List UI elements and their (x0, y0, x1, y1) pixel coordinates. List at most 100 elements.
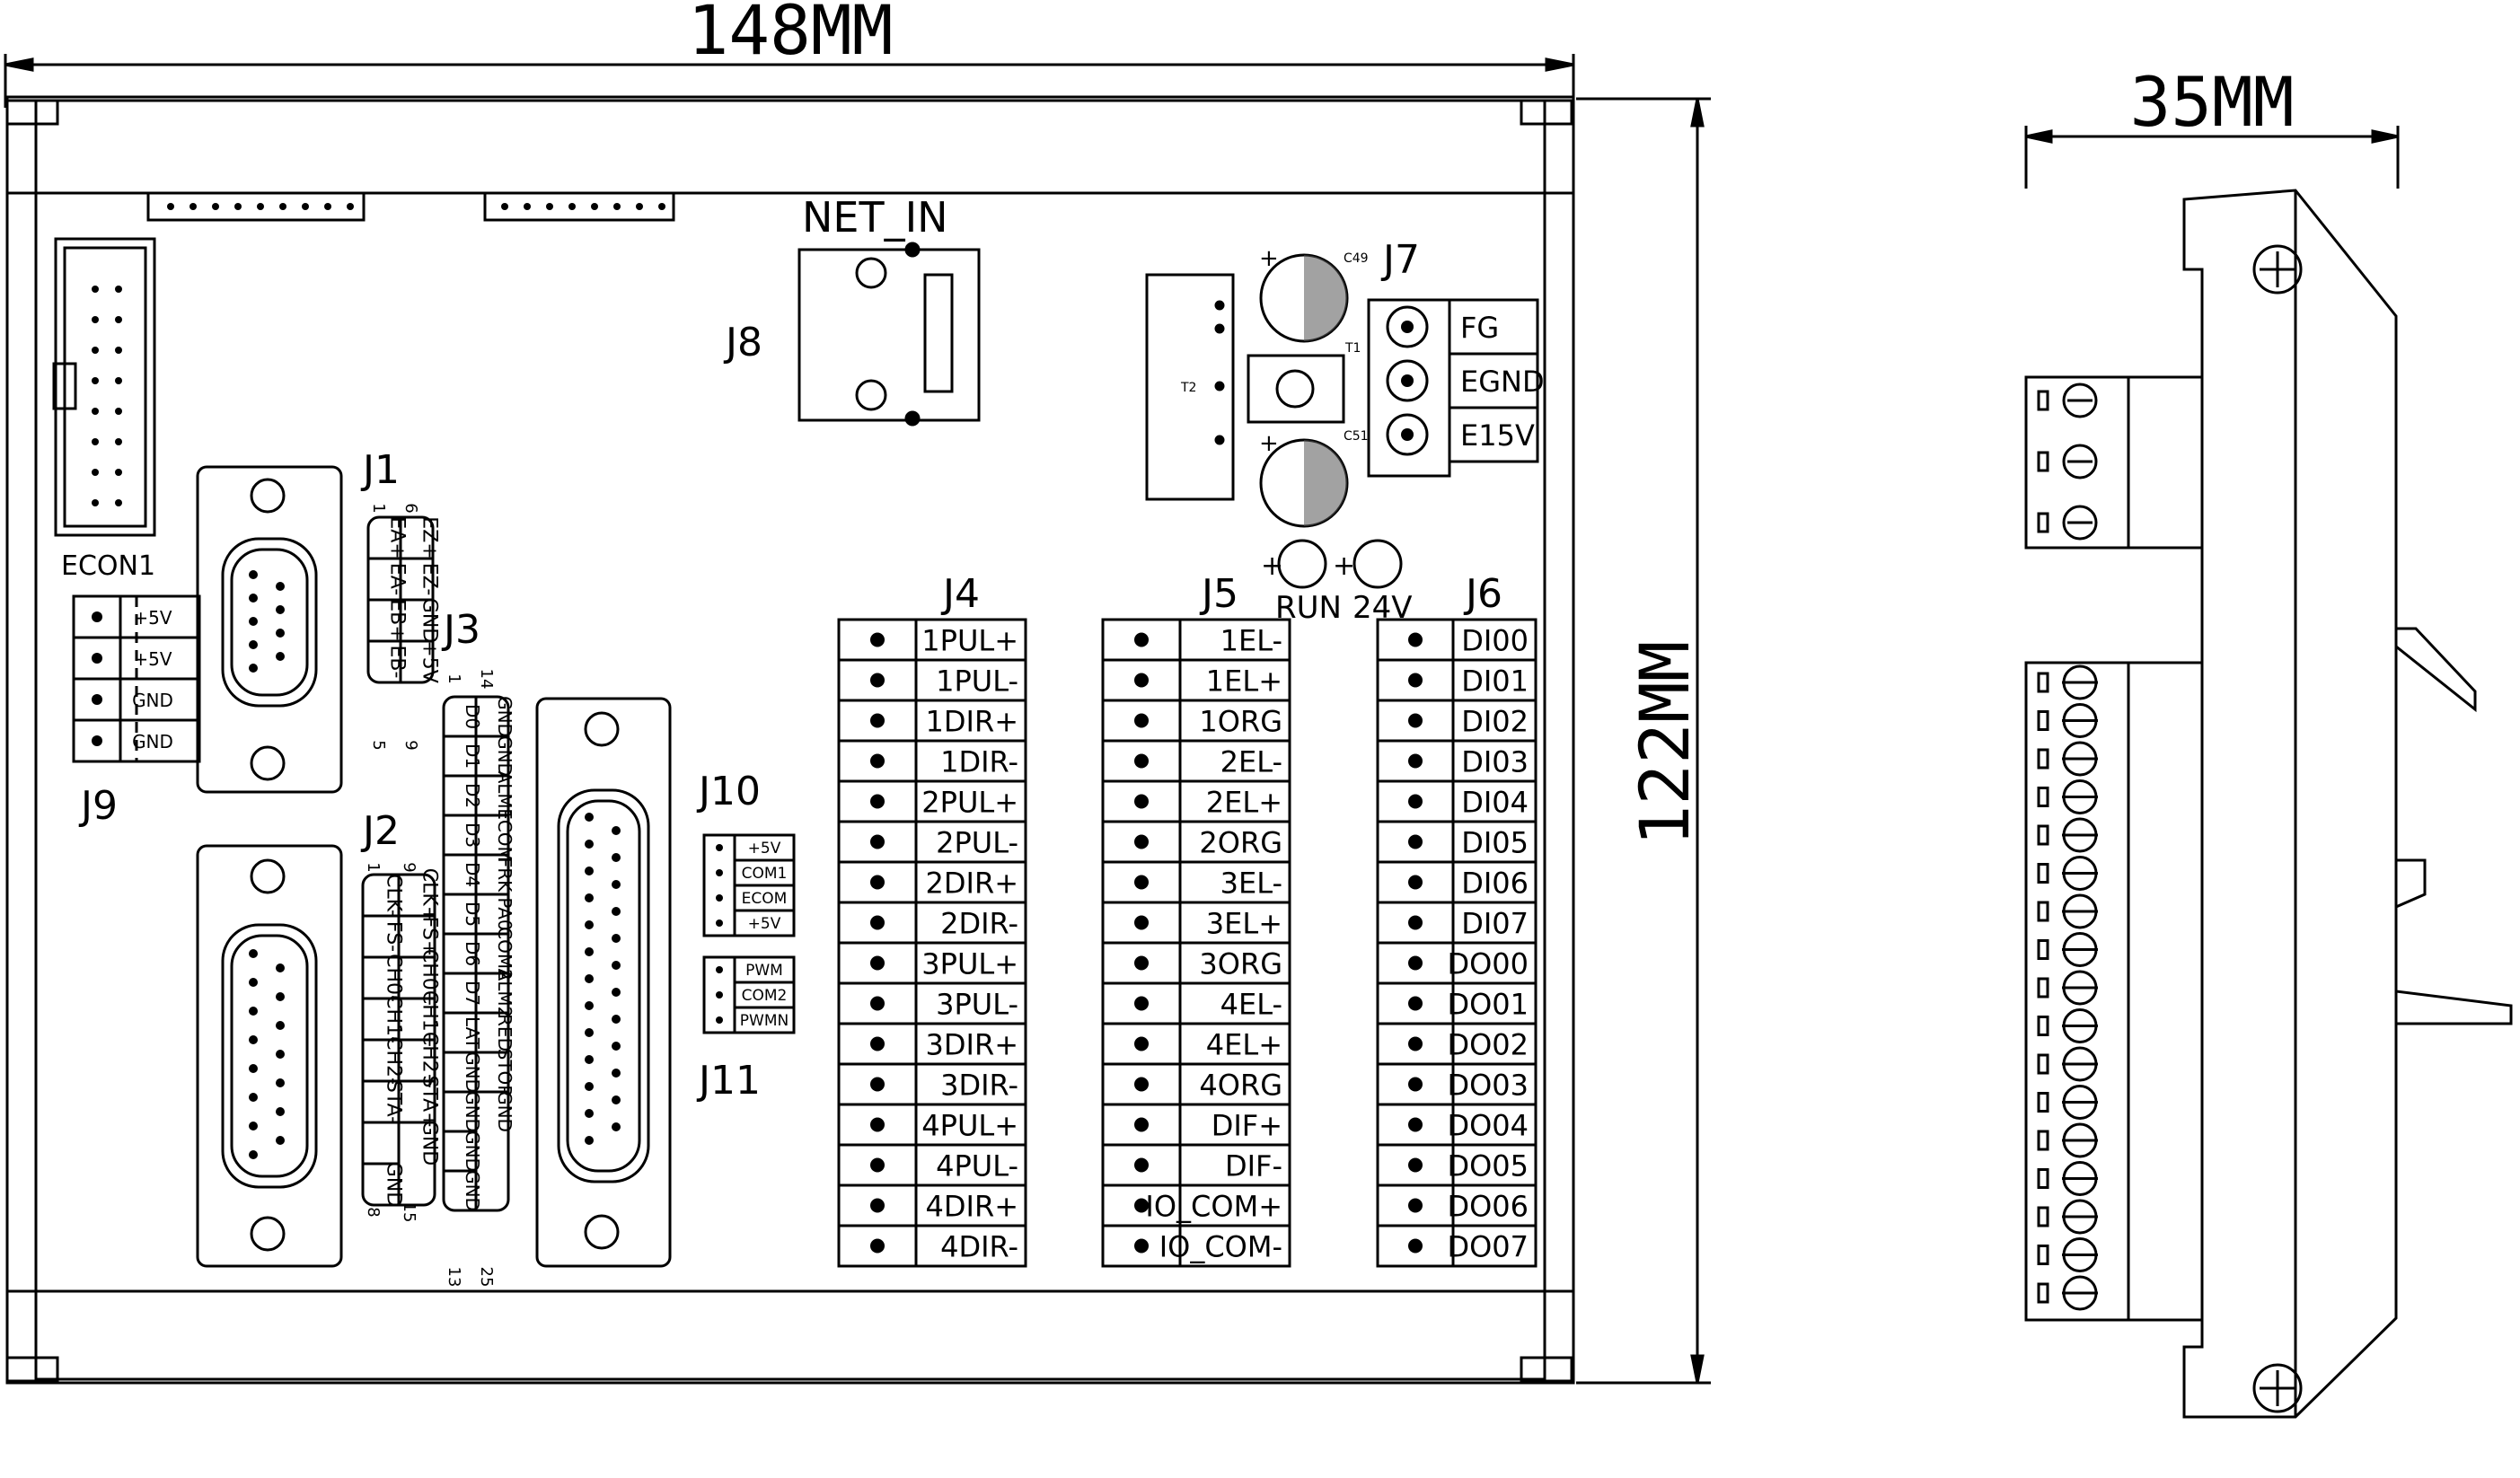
t1-label: T1 (1344, 341, 1361, 356)
j11-pin-1-label: COM2 (742, 987, 788, 1005)
j5-pin-0-label: 1EL- (1220, 624, 1282, 658)
j3-num-bot-0: 13 (445, 1267, 463, 1288)
j4-pin-9-label: 3PUL- (936, 988, 1018, 1022)
j2-pin-0-5: STA- (383, 1080, 405, 1123)
j10-pin-2-label: ECOM (742, 890, 788, 908)
screw-bottom-icon (2252, 1363, 2303, 1413)
j3-pin-1-10: GND (494, 1091, 515, 1132)
j6-pin-8-label: DO00 (1447, 947, 1529, 981)
led-run (1277, 539, 1327, 589)
j4-pin-4-label: 2PUL+ (921, 786, 1018, 820)
j3-pin-0-1: D1 (462, 743, 483, 769)
j1-pin-1-0: EZ+ (419, 516, 441, 559)
j3-pinout: J3 D0D1D2D3D4D5D6D7LATGNDGNDGNDGNDGNDGND… (441, 607, 515, 1287)
c49-label: C49 (1344, 251, 1369, 266)
c51-label: C51 (1344, 429, 1369, 444)
j9-pin-0-label: +5V (133, 607, 172, 629)
j2-pin-0-4: CH2- (383, 1036, 405, 1085)
dimension-width-label: 148MM (688, 0, 894, 70)
j3-num-top-0: 1 (445, 673, 463, 683)
j5-pin-15-label: IO_COM- (1159, 1230, 1282, 1264)
j2-num-bot-1: 15 (400, 1202, 419, 1223)
econ1-label: ECON1 (61, 550, 155, 582)
j2-pinout: J2 CLK-FS-CH0-CH1-CH2-STA-GNDCLK+FS+CH0+… (360, 808, 441, 1222)
j2-num-bot-0: 8 (364, 1207, 383, 1217)
j7-pin-2-label: E15V (1460, 418, 1535, 453)
j5-pin-8-label: 3ORG (1199, 947, 1282, 981)
j3-pin-1-9: STOP (494, 1049, 515, 1096)
j4-terminal-block: J4 1PUL+1PUL-1DIR+1DIR-2PUL+2PUL-2DIR+2D… (837, 571, 1027, 1268)
j4-label: J4 (940, 571, 980, 617)
dimension-depth: 35MM (2024, 62, 2400, 189)
j5-pin-6-label: 3EL- (1220, 867, 1282, 901)
j1-label: J1 (360, 447, 400, 493)
j3-num-bot-1: 25 (477, 1267, 496, 1288)
j4-pin-5-label: 2PUL- (936, 826, 1018, 860)
transformer-t1 (1247, 354, 1345, 424)
j1-pin-0-3: EB- (386, 646, 409, 679)
j7-pin-1-label: EGND (1460, 365, 1545, 399)
j2-pin-0-7: GND (383, 1162, 405, 1207)
j11-pin-2-label: PWMN (740, 1012, 789, 1030)
j3-label: J3 (441, 607, 480, 653)
j3-pin-0-4: D4 (462, 862, 483, 887)
j2-pin-0-1: FS- (383, 921, 405, 952)
j5-pin-14-label: IO_COM+ (1145, 1190, 1282, 1224)
j4-pin-7-label: 2DIR- (940, 907, 1018, 941)
j11-label: J11 (696, 1058, 761, 1104)
j1-num-top-0: 1 (369, 503, 388, 513)
j5-pin-11-label: 4ORG (1199, 1069, 1282, 1103)
j6-pin-5-label: DI05 (1461, 826, 1529, 860)
j4-pin-10-label: 3DIR+ (926, 1028, 1018, 1062)
j5-pin-12-label: DIF+ (1212, 1109, 1282, 1143)
j4-pin-12-label: 4PUL+ (921, 1109, 1018, 1143)
j4-pin-0-label: 1PUL+ (921, 624, 1018, 658)
j6-pin-10-label: DO02 (1447, 1028, 1529, 1062)
top-header-left (146, 191, 366, 222)
j8-rj45: NET_IN J8 (723, 193, 981, 427)
j6-pin-3-label: DI03 (1461, 745, 1529, 779)
j6-pin-0-label: DI00 (1461, 624, 1529, 658)
j5-pin-2-label: 1ORG (1199, 705, 1282, 739)
j8-label: J8 (723, 320, 762, 365)
side-view (2024, 189, 2513, 1419)
j5-pin-13-label: DIF- (1225, 1149, 1282, 1183)
j9-pin-3-label: GND (132, 731, 173, 752)
db15-connector (196, 844, 343, 1268)
j4-pin-3-label: 1DIR- (940, 745, 1018, 779)
j3-pin-0-0: D0 (462, 704, 483, 729)
j4-pin-11-label: 3DIR- (940, 1069, 1018, 1103)
j5-pin-3-label: 2EL- (1220, 745, 1282, 779)
j3-pin-1-6: COM2 (494, 927, 515, 981)
j3-num-top-1: 14 (477, 669, 496, 690)
svg-text:+: + (1259, 245, 1279, 272)
j6-pin-1-label: DI01 (1461, 664, 1529, 699)
j1-pin-1-1: EZ- (419, 563, 441, 596)
j3-pin-0-9: GND (462, 1051, 483, 1093)
j6-label: J6 (1463, 571, 1502, 617)
j10-pin-3-label: +5V (748, 915, 781, 933)
j1-num-bot-0: 5 (369, 740, 388, 750)
db25-connector (535, 697, 672, 1268)
j6-pin-11-label: DO03 (1447, 1069, 1529, 1103)
j6-pin-15-label: DO07 (1447, 1230, 1529, 1264)
screw-top-icon (2252, 244, 2303, 295)
j2-pin-1-4: CH2+ (419, 1032, 441, 1089)
j6-terminal-block: J6 DI00DI01DI02DI03DI04DI05DI06DI07DO00D… (1376, 571, 1538, 1268)
dimension-height: 122MM (1576, 97, 1711, 1385)
j5-pin-7-label: 3EL+ (1206, 907, 1282, 941)
power-area: T2 C49 + T1 C51 + RUN 24V + + (1145, 245, 1413, 626)
j4-pin-14-label: 4DIR+ (926, 1190, 1018, 1224)
j3-pin-1-0: GND (494, 696, 515, 737)
j3-pin-0-8: LAT (462, 1016, 483, 1050)
svg-text:+: + (1259, 430, 1279, 457)
j2-pin-1-0: CLK+ (419, 868, 441, 922)
j1-num-top-1: 6 (401, 503, 420, 513)
j5-pin-10-label: 4EL+ (1206, 1028, 1282, 1062)
j7-label: J7 (1380, 237, 1420, 283)
j6-pin-6-label: DI06 (1461, 867, 1529, 901)
